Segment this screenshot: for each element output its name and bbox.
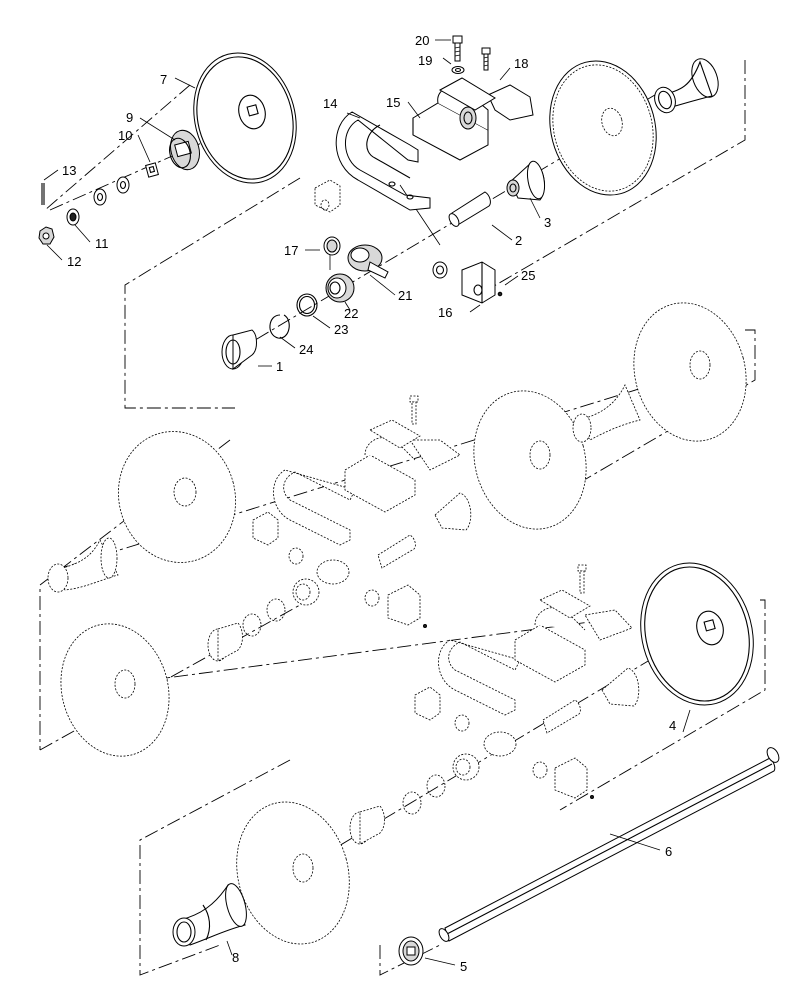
spacer-spool-8 [172, 883, 247, 947]
callout-13: 13 [62, 163, 76, 178]
callout-9: 9 [126, 110, 133, 125]
disc-blade-7 [193, 52, 297, 184]
callout-25: 25 [521, 268, 535, 283]
callout-1: 1 [276, 359, 283, 374]
callout-24: 24 [299, 342, 313, 357]
washers-stack [93, 176, 130, 206]
bracket-16 [461, 261, 496, 304]
spacer-spool-top-right [654, 58, 719, 114]
sleeve-17 [323, 236, 341, 256]
collar-small [432, 261, 448, 279]
callout-10: 10 [118, 128, 132, 143]
bottom-assembly-ghost [236, 562, 754, 945]
bearing-housing-21 [347, 244, 389, 279]
yoke-14 [335, 111, 431, 211]
callout-7: 7 [160, 72, 167, 87]
nut-12 [38, 226, 55, 245]
callout-16: 16 [438, 305, 452, 320]
shaft-6 [438, 747, 780, 942]
callout-19: 19 [418, 53, 432, 68]
flange-9 [169, 129, 200, 171]
callout-20: 20 [415, 33, 429, 48]
callout-18: 18 [514, 56, 528, 71]
leader-lines [43, 39, 691, 966]
callout-17: 17 [284, 243, 298, 258]
disc-blade-top-right [549, 60, 657, 196]
washer-19 [451, 66, 465, 74]
callout-12: 12 [67, 254, 81, 269]
end-washer-5 [398, 936, 424, 966]
callout-22: 22 [344, 306, 358, 321]
bracket-plate-18 [438, 77, 534, 121]
hub-cone-3 [506, 160, 546, 201]
callout-5: 5 [460, 959, 467, 974]
snap-ring-24 [269, 314, 290, 339]
callout-3: 3 [544, 215, 551, 230]
callout-21: 21 [398, 288, 412, 303]
pin-13 [41, 183, 45, 205]
callout-14: 14 [323, 96, 337, 111]
callout-8: 8 [232, 950, 239, 965]
bolt-secondary [481, 47, 491, 71]
callout-labels: 1 2 3 4 5 6 7 8 9 10 11 12 13 14 15 16 1… [62, 33, 676, 974]
hub-1 [221, 329, 257, 370]
bolt-20 [452, 35, 463, 62]
callout-23: 23 [334, 322, 348, 337]
washer-11 [66, 208, 80, 226]
tube-2 [448, 191, 491, 227]
clamp-bracket-left [314, 179, 341, 213]
callout-4: 4 [669, 718, 676, 733]
callout-2: 2 [515, 233, 522, 248]
bearing-22 [325, 273, 355, 303]
callout-6: 6 [665, 844, 672, 859]
callout-15: 15 [386, 95, 400, 110]
callout-11: 11 [95, 236, 109, 251]
washer-10 [145, 162, 159, 178]
middle-assembly-ghost [47, 302, 747, 757]
ring-23 [296, 293, 318, 317]
pin-25 [497, 291, 503, 297]
